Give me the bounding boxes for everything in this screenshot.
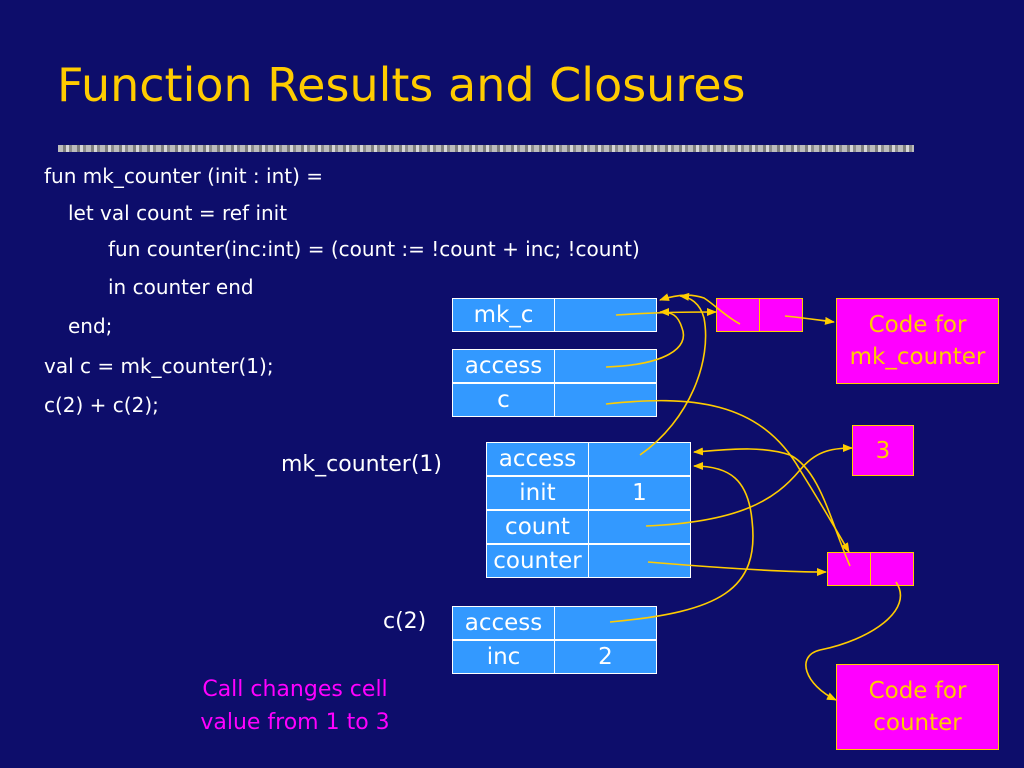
count-ref-value: 3: [875, 437, 891, 464]
annotation-line: Call changes cell: [202, 677, 388, 702]
frame-cell-name: count: [486, 510, 589, 544]
code-for-counter-box: Code for counter: [836, 664, 999, 750]
frame-cell-value: [554, 383, 657, 417]
frame-cell-value: [588, 442, 691, 476]
frame-cell-value: 1: [588, 476, 691, 510]
code-box-line: Code for: [868, 312, 967, 338]
mk-counter-closure-env: [716, 298, 760, 332]
frame-cell-value: [588, 510, 691, 544]
frame-cell-name: access: [452, 349, 555, 383]
annotation-line: value from 1 to 3: [200, 710, 390, 735]
frame-cell-name: access: [452, 606, 555, 640]
frame-cell-name: access: [486, 442, 589, 476]
code-line-6: val c = mk_counter(1);: [44, 354, 274, 378]
count-ref-cell: 3: [852, 425, 914, 476]
code-line-2: let val count = ref init: [68, 201, 288, 225]
code-for-mk-counter-box: Code for mk_counter: [836, 298, 999, 384]
frame-cell-name: counter: [486, 544, 589, 578]
code-box-line: counter: [873, 710, 962, 736]
code-box-line: Code for: [868, 678, 967, 704]
code-line-4: in counter end: [108, 275, 254, 299]
code-line-7: c(2) + c(2);: [44, 393, 159, 417]
frame-cell-name: inc: [452, 640, 555, 674]
code-line-3: fun counter(inc:int) = (count := !count …: [108, 237, 640, 261]
code-line-1: fun mk_counter (init : int) =: [44, 164, 324, 188]
c-call-label: c(2): [383, 609, 427, 634]
frame-cell-value: [554, 298, 657, 332]
title-divider: [58, 145, 914, 152]
slide-title: Function Results and Closures: [57, 58, 746, 112]
code-box-line: mk_counter: [849, 344, 986, 370]
frame-cell-name: init: [486, 476, 589, 510]
annotation-note: Call changes cell value from 1 to 3: [170, 673, 420, 739]
frame-cell-name: mk_c: [452, 298, 555, 332]
frame-cell-value: [588, 544, 691, 578]
frame-cell-value: 2: [554, 640, 657, 674]
arrow-closure-env-to-mk-frame: [693, 447, 851, 567]
mk-counter-closure-code: [759, 298, 803, 332]
frame-cell-name: c: [452, 383, 555, 417]
mk-counter-call-label: mk_counter(1): [281, 452, 442, 477]
frame-cell-value: [554, 349, 657, 383]
counter-closure-code: [870, 552, 914, 586]
frame-cell-value: [554, 606, 657, 640]
counter-closure-env: [827, 552, 871, 586]
code-line-5: end;: [68, 314, 113, 338]
